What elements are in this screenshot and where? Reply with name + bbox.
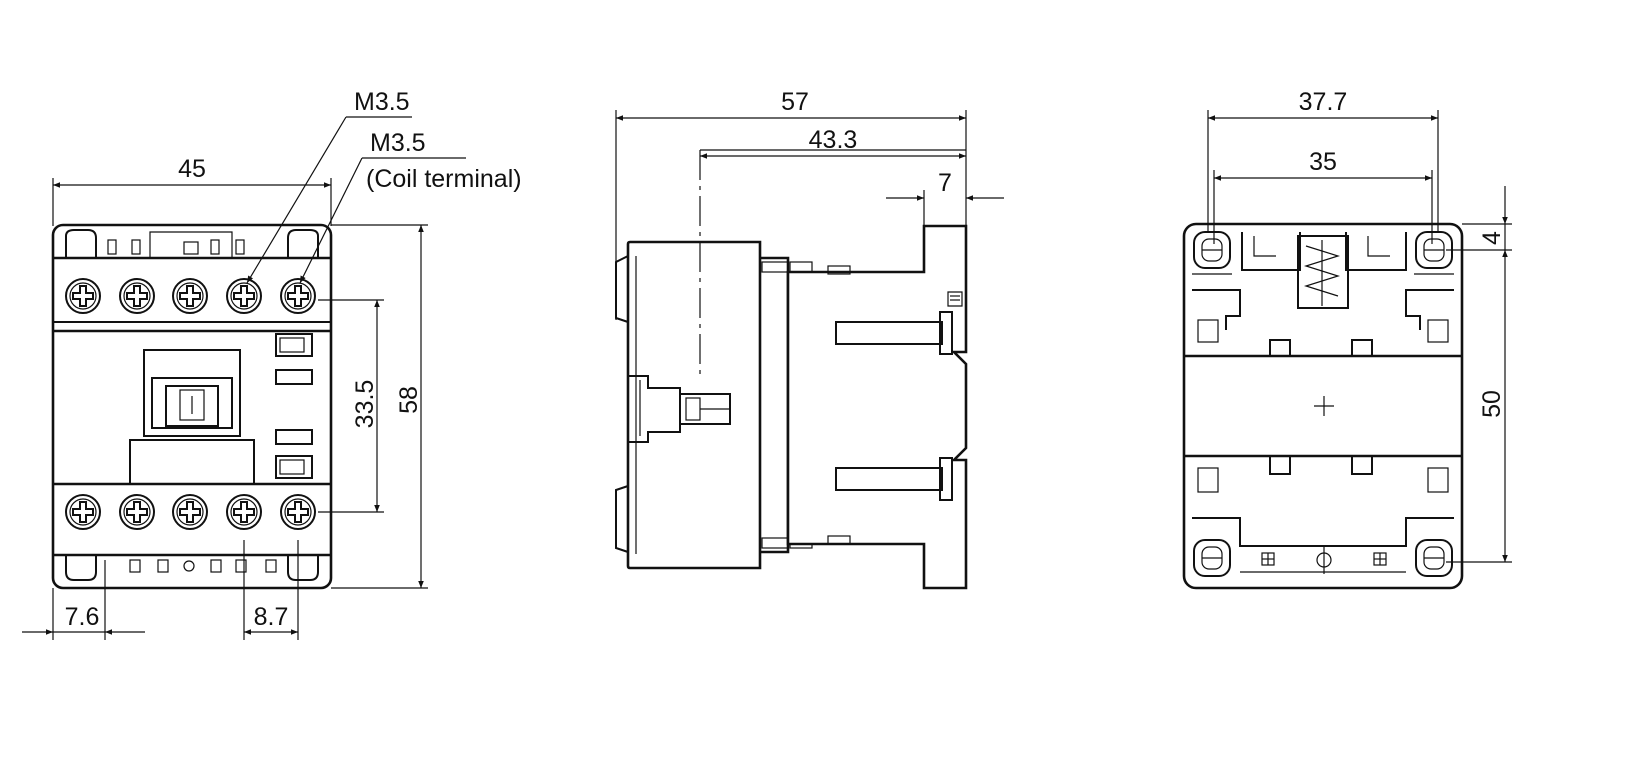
terminal-pitch-label: 8.7	[254, 603, 289, 631]
vertical-hole-label: 50	[1478, 390, 1506, 418]
mounting-depth-dimension	[700, 149, 966, 159]
edge-offset-label: 7.6	[65, 603, 100, 631]
hole-span-label: 35	[1309, 148, 1337, 176]
rear-center-mark	[1314, 396, 1334, 416]
hole-span-dimension	[1213, 170, 1433, 244]
side-body-outline	[615, 224, 968, 590]
rear-view: 37.7 35 4 50	[1182, 88, 1512, 590]
thread-label-coil: M3.5	[370, 129, 426, 157]
vertical-hole-dimension	[1446, 250, 1512, 563]
front-view: M3.5 M3.5 (Coil terminal) 45 58 33.5 7.6…	[22, 88, 522, 640]
terminal-pitch-dimension	[243, 540, 299, 640]
front-coil-terminals	[275, 333, 313, 479]
rear-mounting-holes	[1192, 231, 1454, 577]
terminal-spacing-label: 33.5	[351, 380, 379, 429]
side-view: 57 43.3 7	[615, 88, 1004, 590]
outer-span-label: 37.7	[1299, 88, 1348, 116]
edge-offset-dimension	[22, 560, 145, 640]
din-offset-label: 7	[938, 169, 952, 197]
overall-depth-label: 57	[781, 88, 809, 116]
coil-terminal-note: (Coil terminal)	[366, 165, 522, 193]
terminal-spacing-dimension	[318, 299, 384, 513]
top-offset-dimension	[1446, 186, 1512, 251]
front-width-label: 45	[178, 155, 206, 183]
front-height-dimension	[331, 224, 428, 589]
thread-label-power: M3.5	[354, 88, 410, 116]
front-width-dimension	[52, 178, 332, 226]
top-offset-label: 4	[1478, 231, 1506, 245]
din-offset-dimension	[886, 190, 1004, 226]
front-height-label: 58	[395, 386, 423, 414]
front-window	[129, 349, 255, 485]
mounting-depth-label: 43.3	[809, 126, 858, 154]
outer-span-dimension	[1207, 110, 1439, 232]
overall-depth-dimension	[615, 110, 967, 320]
